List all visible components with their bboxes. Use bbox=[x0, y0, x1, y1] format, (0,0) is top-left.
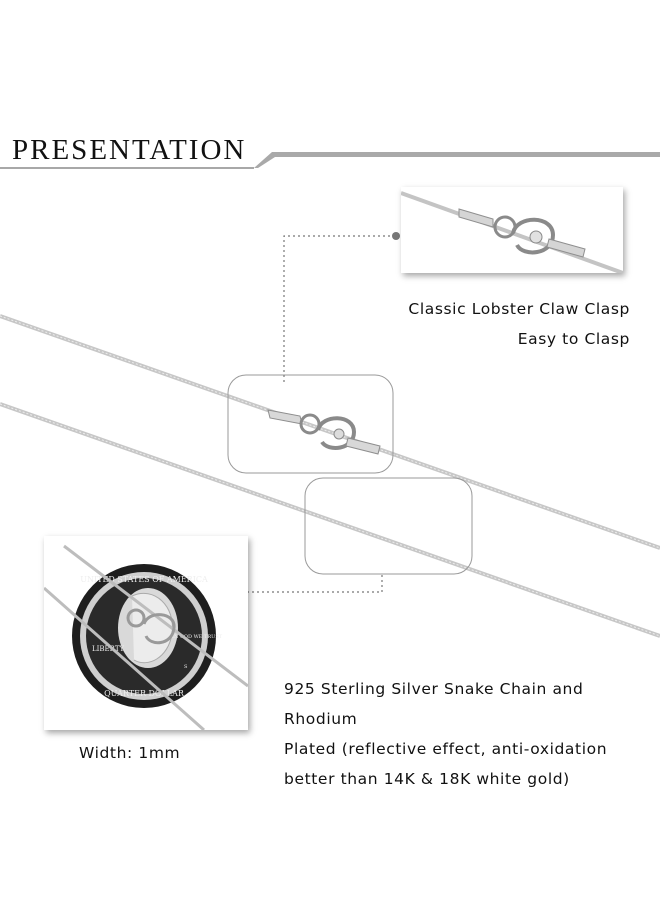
width-leader-line bbox=[228, 574, 383, 596]
clasp-highlight-box bbox=[227, 374, 394, 474]
coin-bottom-text: QUARTER DOLLAR bbox=[104, 689, 185, 698]
material-caption: 925 Sterling Silver Snake Chain and Rhod… bbox=[284, 674, 658, 794]
coin-left-text: LIBERTY bbox=[92, 645, 124, 653]
snake-chain bbox=[0, 314, 660, 638]
quarter-coin-graphic: UNITED STATES OF AMERICA LIBERTY IN GOD … bbox=[43, 544, 249, 732]
clasp-caption-line1: Classic Lobster Claw Clasp bbox=[408, 300, 630, 318]
width-caption: Width: 1mm bbox=[79, 744, 181, 762]
clasp-leader-line bbox=[283, 232, 400, 382]
clasp-caption-line2: Easy to Clasp bbox=[517, 330, 630, 348]
coin-right-text: IN GOD WE TRUST bbox=[172, 634, 223, 640]
clasp-closeup-photo bbox=[400, 187, 624, 275]
lobster-clasp-illustration bbox=[267, 409, 381, 455]
coin-top-text: UNITED STATES OF AMERICA bbox=[80, 575, 208, 584]
clasp-caption: Classic Lobster Claw Clasp Easy to Clasp bbox=[330, 294, 630, 354]
chain-highlight-box bbox=[304, 477, 473, 575]
coin-comparison-photo: UNITED STATES OF AMERICA LIBERTY IN GOD … bbox=[43, 536, 249, 732]
material-caption-line1: 925 Sterling Silver Snake Chain and Rhod… bbox=[284, 680, 584, 728]
page-title: PRESENTATION bbox=[12, 134, 247, 166]
title-rule bbox=[0, 152, 660, 169]
clasp-closeup-graphic bbox=[400, 191, 624, 275]
material-caption-line2: Plated (reflective effect, anti-oxidatio… bbox=[284, 740, 608, 758]
coin-mint-mark: S bbox=[184, 664, 188, 670]
material-caption-line3: better than 14K & 18K white gold) bbox=[284, 770, 570, 788]
